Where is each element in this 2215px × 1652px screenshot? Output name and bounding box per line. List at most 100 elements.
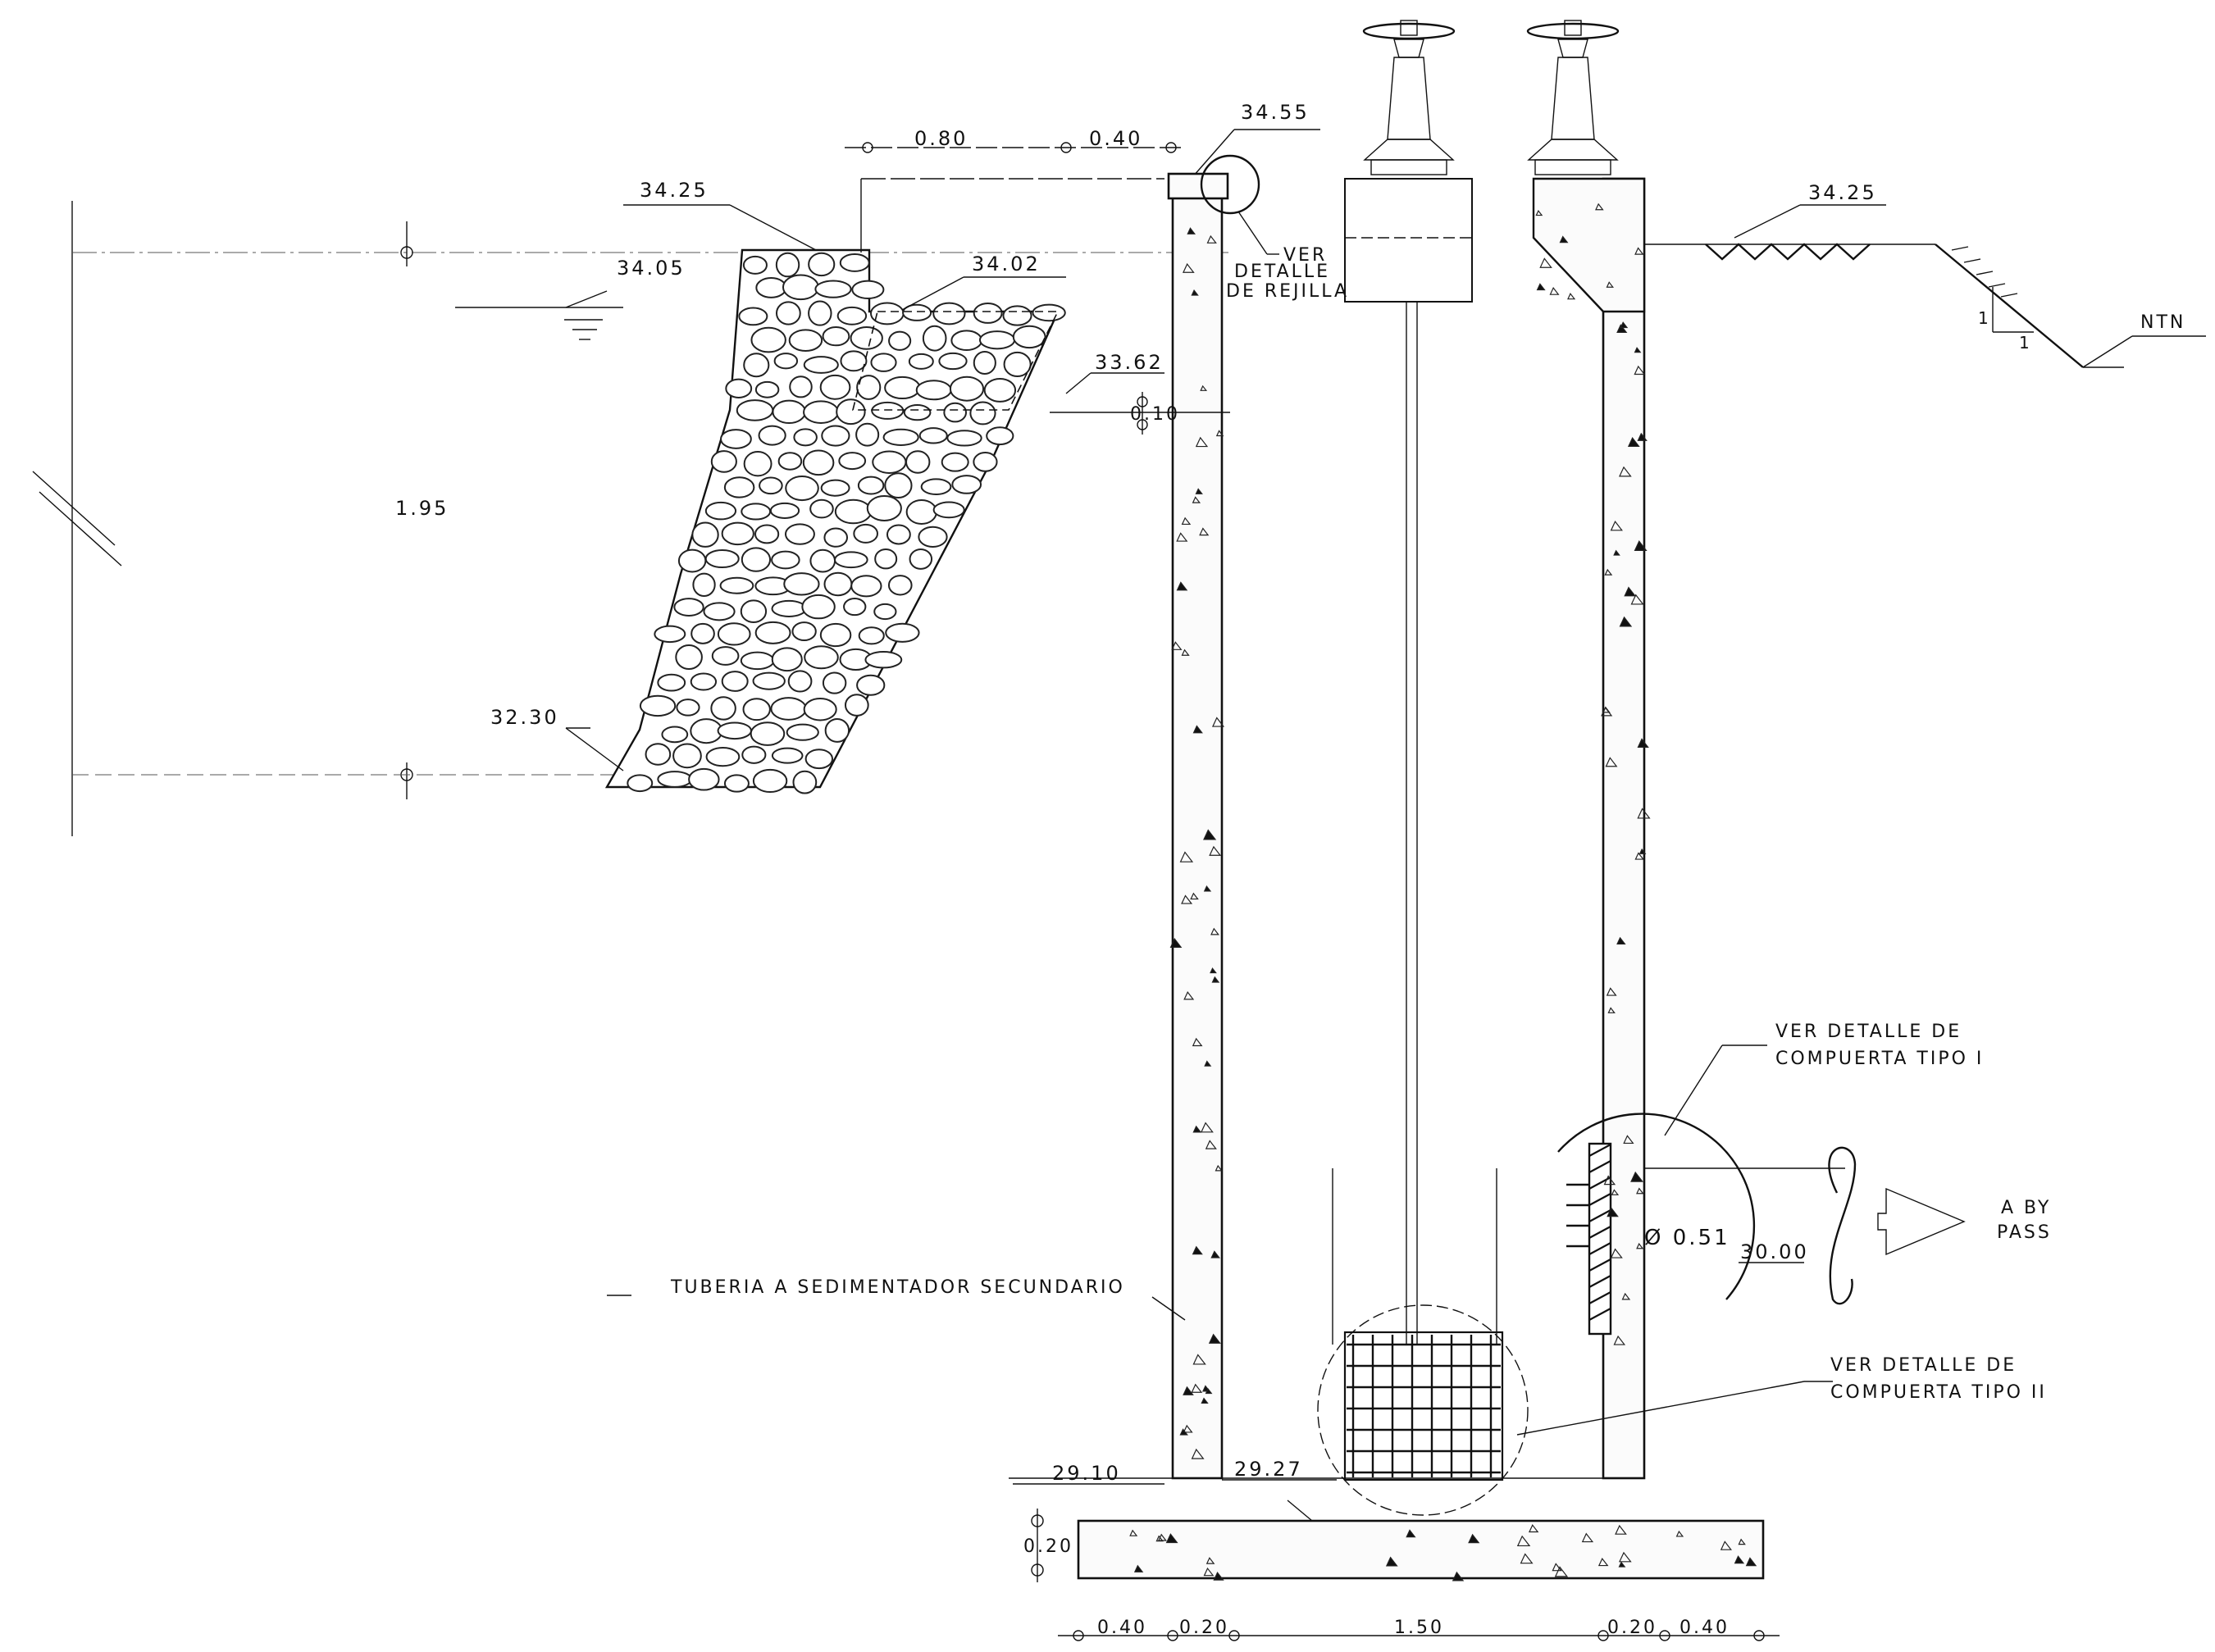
aggregate-mark	[1634, 365, 1646, 375]
riprap-stone	[902, 303, 932, 321]
riprap-stone	[769, 502, 800, 519]
riprap-stone	[834, 498, 873, 525]
riprap-stone	[791, 621, 817, 642]
aggregate-mark	[1199, 527, 1210, 536]
riprap-bottom-leader-2	[565, 727, 624, 771]
riprap-stone	[657, 771, 693, 788]
riprap-stone	[884, 375, 921, 400]
aggregate-mark	[1549, 287, 1560, 295]
riprap-stone	[645, 743, 672, 766]
riprap-stone	[950, 330, 982, 352]
aggregate-mark	[1208, 1333, 1221, 1344]
break-mark-line-1	[32, 471, 116, 546]
aggregate-mark	[1675, 1530, 1684, 1537]
aggregate-mark	[1615, 1524, 1627, 1535]
aggregate-mark	[1210, 967, 1217, 974]
riprap-stone	[856, 375, 882, 400]
dim-bottom-left-wall: 0.40	[1097, 1618, 1147, 1638]
riprap-stone	[775, 252, 800, 278]
riprap-stone	[803, 400, 839, 424]
riprap-stone	[836, 306, 868, 325]
aggregate-mark	[1213, 1571, 1224, 1581]
aggregate-mark	[1191, 1383, 1203, 1393]
gate-type-2-leader	[1516, 1381, 1805, 1436]
aggregate-mark	[1169, 938, 1183, 948]
riprap-stone	[772, 399, 806, 425]
left-level-leader	[729, 204, 817, 251]
riprap-stone	[710, 696, 736, 721]
aggregate-mark	[1638, 848, 1647, 854]
riprap-stone	[786, 723, 819, 741]
gate-type-1-hatch	[1588, 1144, 1611, 1321]
riprap-stone	[657, 673, 686, 692]
aggregate-mark	[1619, 1551, 1632, 1563]
dim-marker-2	[1060, 142, 1072, 153]
riprap-stone	[754, 621, 791, 644]
aggregate-mark	[1636, 1187, 1644, 1195]
aggregate-mark	[1406, 1529, 1416, 1538]
riprap-stone	[843, 597, 867, 617]
riprap-stone	[884, 472, 913, 498]
riprap-stone	[717, 721, 752, 740]
note-diameter: Ø 0.51	[1644, 1226, 1730, 1250]
riprap-stone	[903, 404, 932, 421]
bottom-dim-marker-6	[1753, 1630, 1765, 1641]
riprap-stone	[838, 452, 867, 471]
riprap-stone	[711, 646, 740, 666]
riprap-stone	[915, 380, 952, 401]
aggregate-mark	[1204, 1060, 1212, 1067]
elev-riprap-bottom: 32.30	[490, 706, 559, 729]
aggregate-mark	[1528, 1524, 1539, 1533]
riprap-stone	[771, 550, 800, 570]
riprap-stone	[771, 747, 804, 764]
riprap-stone	[870, 353, 897, 372]
concrete-aggregate	[1129, 203, 1757, 1581]
riprap-stone	[754, 524, 780, 544]
riprap-stone	[804, 749, 834, 770]
aggregate-mark	[1205, 1387, 1213, 1395]
aggregate-mark	[1745, 1557, 1757, 1567]
aggregate-mark	[1535, 209, 1543, 216]
riprap-stone	[973, 302, 1003, 324]
aggregate-mark	[1734, 1555, 1745, 1564]
aggregate-mark	[1165, 1533, 1178, 1544]
riprap-stone	[741, 547, 772, 572]
gate-type-2-grid	[1347, 1335, 1501, 1477]
riprap-stone	[809, 498, 834, 519]
note-grille-line1: VER	[1283, 245, 1327, 266]
right-slope-hatch	[1951, 246, 2018, 298]
riprap-stone	[721, 671, 749, 692]
riprap-stone	[704, 501, 737, 521]
bottom-dim-marker-5	[1659, 1630, 1670, 1641]
riprap-stone	[1032, 303, 1066, 322]
dim-bottom-center: 1.50	[1394, 1618, 1444, 1638]
riprap-stone	[856, 674, 886, 696]
aggregate-mark	[1607, 1007, 1616, 1013]
riprap-stone	[787, 670, 813, 693]
gate-type-2-grid-frame	[1343, 1331, 1504, 1481]
aggregate-mark	[1215, 1164, 1223, 1172]
riprap-stone	[677, 548, 707, 573]
bypass-loop-symbol	[1828, 1146, 1857, 1305]
aggregate-mark	[1133, 1564, 1144, 1572]
floor-slab	[1077, 1519, 1765, 1580]
riprap-stone	[690, 718, 723, 744]
dim-marker-3	[1165, 142, 1177, 153]
handwheel-2	[1526, 20, 1620, 175]
right-slope	[1935, 243, 2084, 368]
grille-detail-leader	[1237, 211, 1268, 255]
riprap-stone	[922, 325, 947, 352]
riprap-stone	[932, 501, 965, 519]
note-gate1-line1: VER DETALLE DE	[1775, 1022, 1962, 1042]
dim-slope-h: 1	[2019, 333, 2032, 353]
aggregate-mark	[1203, 829, 1217, 840]
riprap-stone	[784, 523, 815, 545]
riprap-top-leader	[901, 276, 964, 311]
right-ground-hatch	[1705, 243, 1871, 261]
note-gate1-line2: COMPUERTA TIPO I	[1775, 1049, 1984, 1069]
elev-left-surface: 34.05	[617, 257, 686, 280]
aggregate-mark	[1620, 321, 1629, 329]
aggregate-mark	[1191, 1448, 1205, 1459]
aggregate-mark	[1200, 385, 1208, 391]
